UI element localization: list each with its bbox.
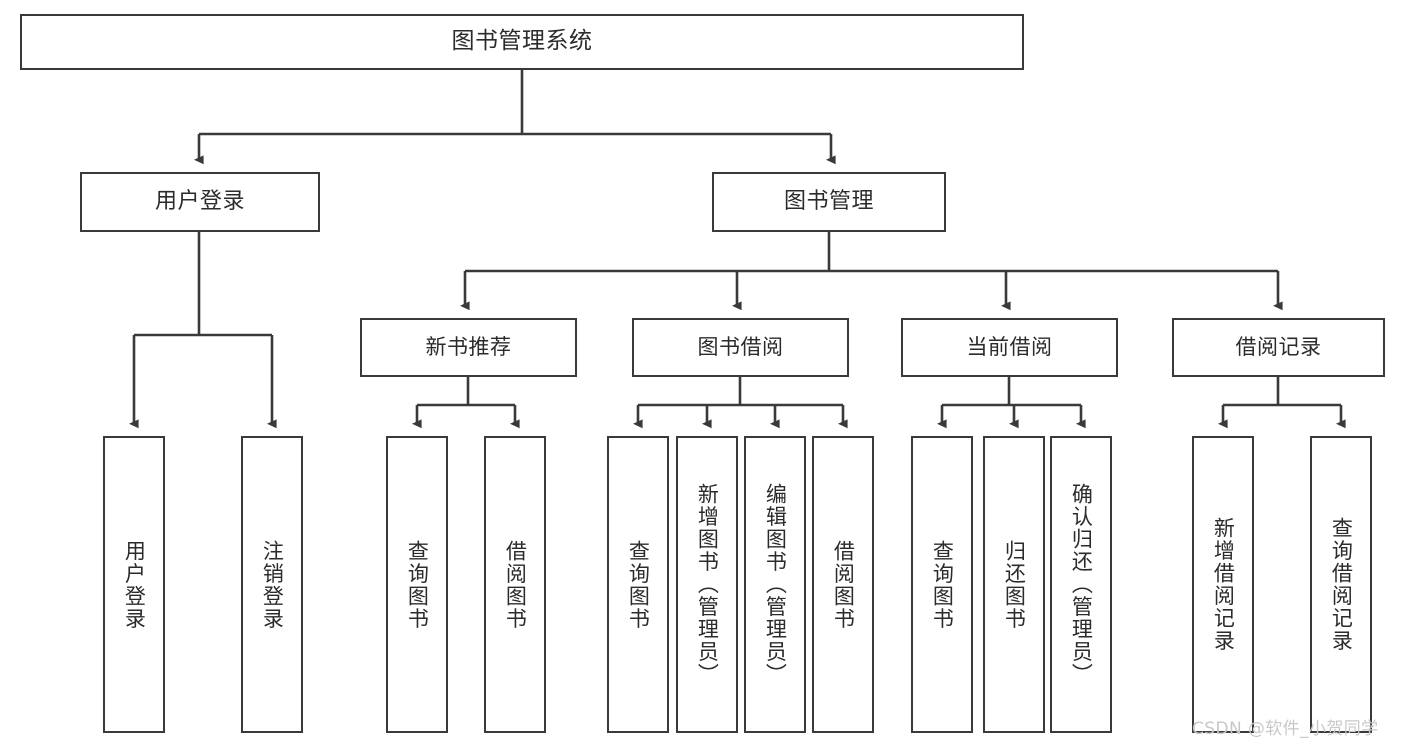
csdn-watermark: CSDN @软件_小贺同学 <box>1192 719 1379 739</box>
node-leaf-query-record[interactable]: 查询借阅记录 <box>1310 436 1372 733</box>
node-leaf-edit-book-label: 编辑图书（管理员） <box>763 483 788 686</box>
node-book-borrow[interactable]: 图书借阅 <box>632 318 849 377</box>
node-leaf-user-logout[interactable]: 注销登录 <box>241 436 303 733</box>
node-borrow-record[interactable]: 借阅记录 <box>1172 318 1385 377</box>
node-leaf-query-book-1[interactable]: 查询图书 <box>386 436 448 733</box>
node-leaf-add-book-label: 新增图书（管理员） <box>695 483 720 686</box>
node-book-borrow-label: 图书借阅 <box>697 334 784 359</box>
node-leaf-borrow-book-1[interactable]: 借阅图书 <box>484 436 546 733</box>
node-new-book-recommend-label: 新书推荐 <box>425 334 512 359</box>
node-current-borrow-label: 当前借阅 <box>966 334 1053 359</box>
node-leaf-borrow-book-1-label: 借阅图书 <box>503 539 528 630</box>
node-leaf-user-login[interactable]: 用户登录 <box>103 436 165 733</box>
node-leaf-confirm-return[interactable]: 确认归还（管理员） <box>1050 436 1112 733</box>
node-borrow-record-label: 借阅记录 <box>1235 334 1322 359</box>
node-leaf-confirm-return-label: 确认归还（管理员） <box>1069 483 1094 686</box>
node-current-borrow[interactable]: 当前借阅 <box>901 318 1118 377</box>
node-leaf-return-book-label: 归还图书 <box>1002 539 1027 630</box>
node-leaf-query-book-2[interactable]: 查询图书 <box>607 436 669 733</box>
node-leaf-edit-book[interactable]: 编辑图书（管理员） <box>744 436 806 733</box>
node-book-manage-label: 图书管理 <box>783 188 874 214</box>
node-leaf-add-record[interactable]: 新增借阅记录 <box>1192 436 1254 733</box>
node-root[interactable]: 图书管理系统 <box>20 14 1024 70</box>
node-book-manage[interactable]: 图书管理 <box>712 172 946 232</box>
node-leaf-return-book[interactable]: 归还图书 <box>983 436 1045 733</box>
node-leaf-query-book-3[interactable]: 查询图书 <box>911 436 973 733</box>
node-leaf-query-book-1-label: 查询图书 <box>405 539 430 630</box>
node-user-login[interactable]: 用户登录 <box>80 172 320 232</box>
node-leaf-query-book-2-label: 查询图书 <box>626 539 651 630</box>
node-leaf-user-login-label: 用户登录 <box>122 539 147 630</box>
node-leaf-query-record-label: 查询借阅记录 <box>1329 517 1354 652</box>
node-leaf-add-book[interactable]: 新增图书（管理员） <box>676 436 738 733</box>
node-leaf-borrow-book-2[interactable]: 借阅图书 <box>812 436 874 733</box>
node-leaf-user-logout-label: 注销登录 <box>260 539 285 630</box>
node-leaf-borrow-book-2-label: 借阅图书 <box>831 539 856 630</box>
node-leaf-query-book-3-label: 查询图书 <box>930 539 955 630</box>
node-leaf-add-record-label: 新增借阅记录 <box>1211 517 1236 652</box>
node-new-book-recommend[interactable]: 新书推荐 <box>360 318 577 377</box>
node-root-label: 图书管理系统 <box>451 28 593 55</box>
node-user-login-label: 用户登录 <box>154 188 245 214</box>
